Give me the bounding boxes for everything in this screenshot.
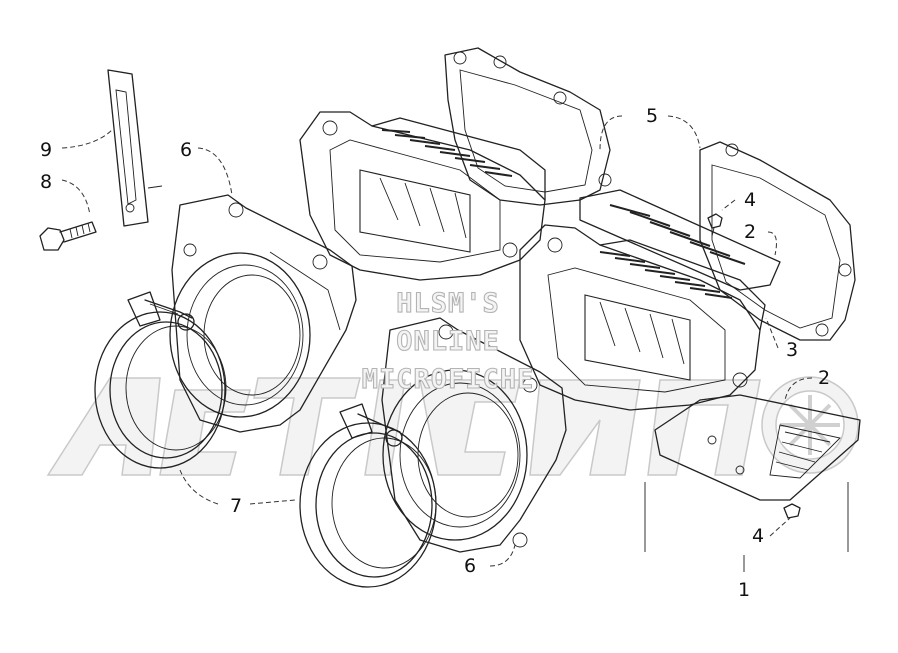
- watermark-line-2: ONLINE: [396, 326, 500, 357]
- reed-block-upper: [299, 111, 546, 281]
- hose-clamp-right: [299, 403, 437, 588]
- intake-flange-left: [169, 194, 357, 433]
- hose-clamp-left: [94, 291, 227, 469]
- reed-stopper-bottom: [654, 394, 861, 501]
- callout-1: 1: [738, 579, 750, 601]
- screw-lower: [783, 503, 801, 519]
- callout-8: 8: [40, 171, 52, 193]
- callout-2-upper: 2: [744, 221, 756, 243]
- callout-6-upper: 6: [180, 139, 192, 161]
- callout-3: 3: [786, 339, 798, 361]
- gasket-right: [699, 141, 856, 341]
- reed-stopper-top: [579, 189, 781, 291]
- watermark-line-1: HLSM'S: [396, 288, 500, 319]
- callout-labels: 9 8 6 5 4 2 3 2 7 6 4 1: [40, 105, 830, 601]
- leader-lines: [61, 115, 849, 572]
- bracket-part: [107, 69, 163, 227]
- callout-4-lower: 4: [752, 525, 764, 547]
- callout-6-lower: 6: [464, 555, 476, 577]
- watermark-line-3: MICROFICHE: [362, 364, 535, 395]
- watermark-logo: [46, 376, 859, 476]
- callout-5: 5: [646, 105, 658, 127]
- screw-upper: [707, 213, 723, 237]
- reed-block-lower: [519, 224, 766, 411]
- callout-7: 7: [230, 495, 242, 517]
- callout-4-upper: 4: [744, 189, 756, 211]
- callout-9: 9: [40, 139, 52, 161]
- intake-flange-right: [381, 317, 567, 553]
- bolt-part: [39, 221, 97, 251]
- watermark-text: HLSM'S ONLINE MICROFICHE: [361, 287, 535, 395]
- gasket-part: [444, 47, 612, 206]
- callout-2-lower: 2: [818, 367, 830, 389]
